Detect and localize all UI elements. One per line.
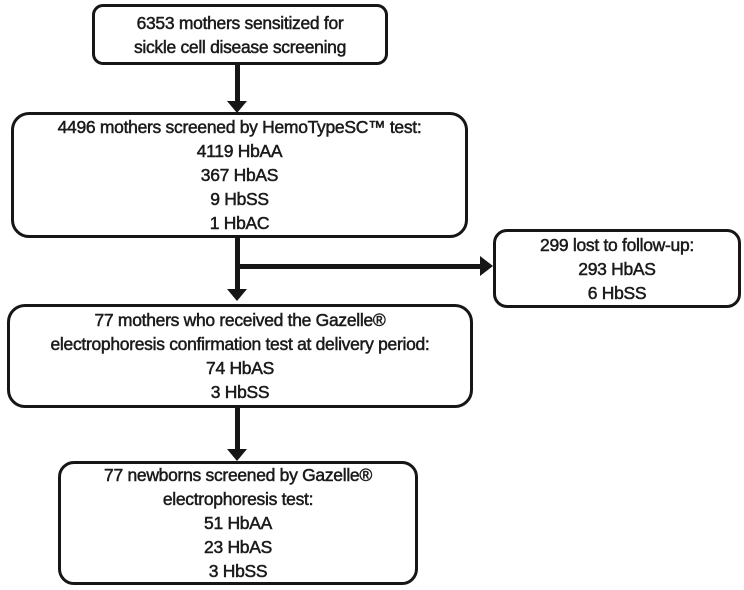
connector-line [235, 65, 240, 102]
flow-box-text-line: 77 newborns screened by Gazelle® [104, 465, 373, 486]
flow-box-newborns: 77 newborns screened by Gazelle® electro… [58, 461, 418, 585]
flow-box-text-line: sickle cell disease screening [133, 36, 347, 57]
flow-box-text-line: 293 HbAS [578, 258, 656, 279]
flow-box-text-line: 4119 HbAA [196, 141, 283, 162]
flow-box-text-line: 3 HbSS [208, 561, 268, 582]
flow-box-text-line: electrophoresis confirmation test at del… [50, 334, 430, 355]
flow-box-text-line: 77 mothers who received the Gazelle® [94, 310, 386, 331]
flow-box-text-line: 9 HbSS [210, 189, 269, 210]
arrow-right-icon [480, 256, 493, 276]
flow-box-confirmation: 77 mothers who received the Gazelle® ele… [7, 304, 473, 408]
flow-box-text-line: electrophoresis test: [162, 489, 314, 510]
flow-box-text-line: 299 lost to follow-up: [540, 234, 695, 255]
arrow-down-icon [227, 449, 247, 461]
flow-box-text-line: 4496 mothers screened by HemoTypeSC™ tes… [57, 117, 422, 138]
flow-box-text-line: 6353 mothers sensitized for [136, 12, 344, 33]
flow-box-screened: 4496 mothers screened by HemoTypeSC™ tes… [11, 112, 468, 238]
arrow-down-icon [227, 289, 247, 301]
flow-box-text-line: 1 HbAC [209, 213, 270, 234]
arrow-down-icon [227, 101, 247, 113]
flow-box-text-line: 3 HbSS [210, 382, 270, 403]
flow-box-text-line: 23 HbAS [204, 537, 273, 558]
flow-box-text-line: 367 HbAS [200, 165, 279, 186]
flow-box-sensitized: 6353 mothers sensitized for sickle cell … [92, 4, 388, 65]
flow-box-text-line: 51 HbAA [204, 513, 273, 534]
connector-line [235, 408, 240, 450]
connector-branch-line [235, 264, 481, 269]
flow-box-text-line: 74 HbAS [206, 358, 275, 379]
flow-box-text-line: 6 HbSS [587, 282, 647, 303]
flow-box-lost-to-follow-up: 299 lost to follow-up: 293 HbAS 6 HbSS [493, 229, 741, 308]
